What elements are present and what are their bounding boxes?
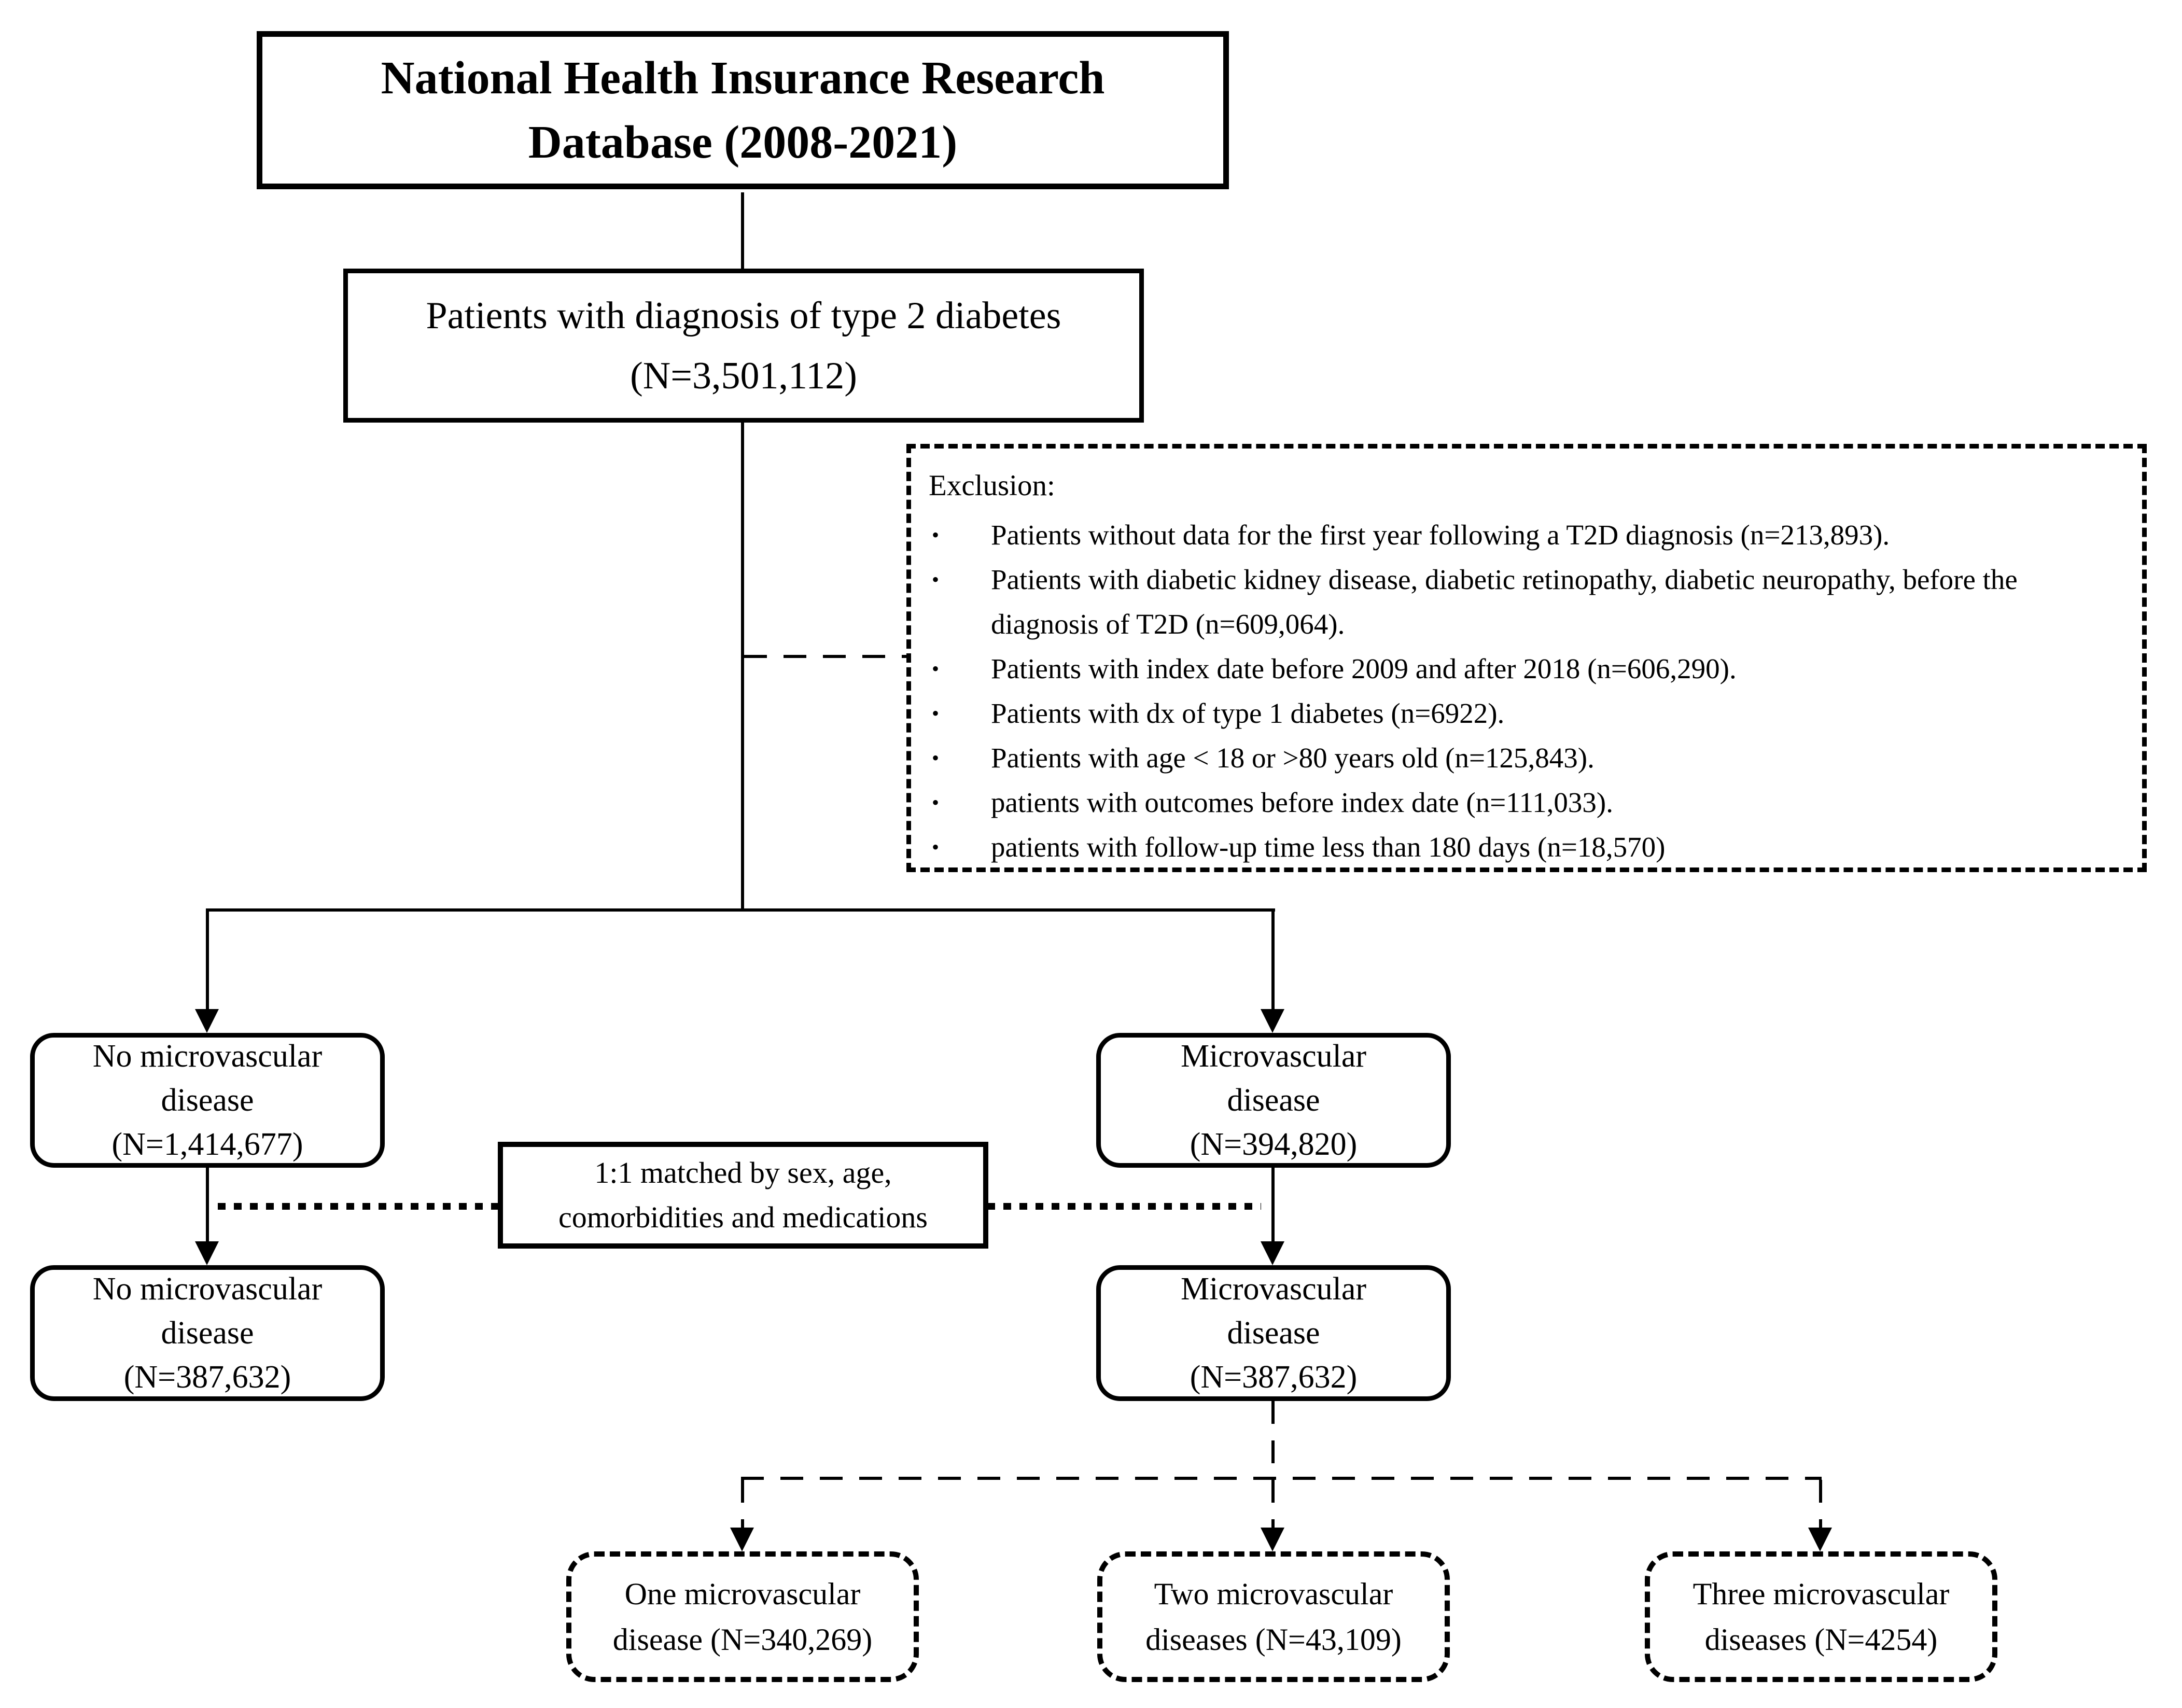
bullet-icon: • xyxy=(932,702,940,725)
box-microvascular-unmatched: Microvascular disease (N=394,820) xyxy=(1096,1033,1451,1168)
node-line: Three microvascular xyxy=(1693,1577,1950,1611)
match-line: comorbidities and medications xyxy=(558,1200,928,1234)
bullet-icon: • xyxy=(932,657,940,680)
node-count: (N=387,632) xyxy=(1190,1359,1358,1395)
connector-t2d-to-branch xyxy=(741,423,744,910)
exclusion-item: • Patients with age < 18 or >80 years ol… xyxy=(925,736,2123,780)
t2d-patients-line: Patients with diagnosis of type 2 diabet… xyxy=(426,294,1061,337)
node-count: disease (N=340,269) xyxy=(612,1622,873,1657)
bullet-icon: • xyxy=(932,746,940,769)
node-count: (N=1,414,677) xyxy=(111,1126,303,1162)
box-source-database: National Health Insurance Research Datab… xyxy=(257,31,1229,189)
arrowhead-into-three-mvd xyxy=(1808,1528,1832,1551)
connector-dashed-to-exclusion xyxy=(744,655,906,658)
node-line: Microvascular xyxy=(1180,1271,1367,1307)
arrowhead-into-no-mvd-unmatched xyxy=(195,1009,219,1033)
arrowhead-into-mvd-matched xyxy=(1261,1241,1284,1265)
exclusion-heading: Exclusion: xyxy=(929,469,1055,502)
connector-drop-left xyxy=(206,911,209,1011)
source-database-line: Database (2008-2021) xyxy=(528,116,958,168)
node-line: disease xyxy=(1227,1082,1320,1118)
box-microvascular-matched: Microvascular disease (N=387,632) xyxy=(1096,1265,1451,1401)
source-database-line: National Health Insurance Research xyxy=(381,52,1105,104)
exclusion-item: • Patients with dx of type 1 diabetes (n… xyxy=(925,691,2123,736)
box-three-microvascular: Three microvascular diseases (N=4254) xyxy=(1645,1551,1997,1682)
arrowhead-into-no-mvd-matched xyxy=(195,1241,219,1265)
connector-matched-case-down-dashed xyxy=(1271,1401,1275,1477)
node-count: diseases (N=43,109) xyxy=(1145,1622,1402,1657)
arrowhead-into-mvd-unmatched xyxy=(1261,1009,1284,1033)
exclusion-item-text: Patients with age < 18 or >80 years old … xyxy=(991,742,1594,774)
arrowhead-into-two-mvd xyxy=(1261,1528,1284,1551)
bullet-icon: • xyxy=(932,568,940,591)
connector-bottom-branch-dashed xyxy=(741,1477,1822,1480)
exclusion-item-text: patients with outcomes before index date… xyxy=(991,787,1613,818)
node-line: No microvascular xyxy=(92,1038,323,1074)
node-count: diseases (N=4254) xyxy=(1704,1622,1938,1657)
connector-bottom-drop-three xyxy=(1819,1480,1822,1530)
connector-bottom-drop-one xyxy=(741,1480,744,1530)
connector-dotted-match-right xyxy=(987,1203,1261,1210)
exclusion-item: • Patients with diabetic kidney disease,… xyxy=(925,557,2123,647)
exclusion-item-text: Patients without data for the first year… xyxy=(991,519,1890,551)
t2d-patients-count: (N=3,501,112) xyxy=(630,354,857,397)
exclusion-item: • Patients with index date before 2009 a… xyxy=(925,647,2123,691)
node-line: Two microvascular xyxy=(1154,1577,1393,1611)
connector-unmatched-to-matched-right xyxy=(1271,1167,1275,1243)
connector-branch-horizontal xyxy=(206,908,1275,912)
connector-dotted-match-left xyxy=(218,1203,498,1210)
bullet-icon: • xyxy=(932,523,940,547)
node-line: Microvascular xyxy=(1180,1038,1367,1074)
arrowhead-into-one-mvd xyxy=(730,1528,754,1551)
exclusion-item: • patients with follow-up time less than… xyxy=(925,825,2123,870)
node-count: (N=394,820) xyxy=(1190,1126,1358,1162)
connector-unmatched-to-matched-left xyxy=(206,1167,209,1243)
box-exclusion-criteria: Exclusion: • Patients without data for t… xyxy=(906,444,2147,872)
node-count: (N=387,632) xyxy=(123,1359,291,1395)
node-line: disease xyxy=(1227,1315,1320,1351)
exclusion-item-text: Patients with index date before 2009 and… xyxy=(991,653,1737,684)
box-no-microvascular-unmatched: No microvascular disease (N=1,414,677) xyxy=(30,1033,385,1168)
connector-drop-right xyxy=(1271,911,1275,1011)
box-one-microvascular: One microvascular disease (N=340,269) xyxy=(566,1551,919,1682)
exclusion-item: • patients with outcomes before index da… xyxy=(925,780,2123,825)
bullet-icon: • xyxy=(932,791,940,814)
node-line: disease xyxy=(161,1315,254,1351)
node-line: One microvascular xyxy=(624,1577,861,1611)
box-matching-criteria: 1:1 matched by sex, age, comorbidities a… xyxy=(498,1142,988,1249)
box-t2d-patients: Patients with diagnosis of type 2 diabet… xyxy=(343,269,1144,423)
exclusion-item-text: Patients with diabetic kidney disease, d… xyxy=(991,564,2018,640)
exclusion-item: • Patients without data for the first ye… xyxy=(925,513,2123,557)
box-two-microvascular: Two microvascular diseases (N=43,109) xyxy=(1097,1551,1450,1682)
box-no-microvascular-matched: No microvascular disease (N=387,632) xyxy=(30,1265,385,1401)
node-line: disease xyxy=(161,1082,254,1118)
match-line: 1:1 matched by sex, age, xyxy=(594,1156,892,1189)
connector-bottom-drop-two xyxy=(1271,1480,1275,1530)
bullet-icon: • xyxy=(932,835,940,859)
exclusion-item-text: patients with follow-up time less than 1… xyxy=(991,831,1666,863)
exclusion-item-text: Patients with dx of type 1 diabetes (n=6… xyxy=(991,697,1505,729)
connector-source-to-t2d xyxy=(741,192,744,269)
node-line: No microvascular xyxy=(92,1271,323,1307)
